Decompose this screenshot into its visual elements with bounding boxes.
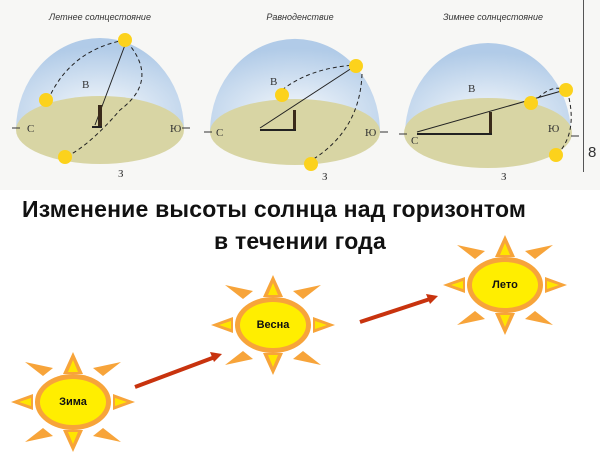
equinox-diagram: Равноденствие С Ю В З bbox=[200, 0, 400, 190]
season-label: Зима bbox=[59, 396, 87, 408]
sun-spring: Весна bbox=[208, 275, 338, 375]
svg-text:С: С bbox=[27, 123, 34, 135]
panel-title: Летнее солнцестояние bbox=[49, 12, 151, 22]
sun-icon bbox=[211, 275, 335, 375]
sun-icon bbox=[443, 235, 567, 335]
sun-winter: Зима bbox=[8, 352, 138, 452]
svg-text:В: В bbox=[82, 79, 89, 91]
arrow-winter-to-spring bbox=[134, 355, 216, 389]
panel-title: Равноденствие bbox=[266, 12, 334, 22]
page-number: 8 bbox=[588, 144, 597, 161]
svg-text:В: В bbox=[468, 83, 475, 95]
sun-summer: Лето bbox=[440, 235, 570, 335]
celestial-dome-illustration: С Ю В З bbox=[204, 38, 388, 183]
svg-text:В: В bbox=[270, 76, 277, 88]
svg-text:З: З bbox=[118, 168, 124, 180]
svg-text:Ю: Ю bbox=[548, 123, 559, 135]
season-label: Лето bbox=[492, 279, 518, 291]
svg-text:С: С bbox=[411, 135, 418, 147]
panel-title: Зимнее солнцестояние bbox=[442, 12, 544, 22]
sun-icon bbox=[11, 352, 135, 452]
page-margin-line bbox=[583, 0, 584, 172]
summer-solstice-diagram: Летнее солнцестояние С Ю В З bbox=[0, 0, 200, 190]
arrow-spring-to-summer bbox=[359, 297, 431, 324]
celestial-dome-illustration: С Ю В З bbox=[12, 33, 190, 180]
celestial-dome-illustration: С Ю В З bbox=[399, 43, 579, 183]
svg-text:С: С bbox=[216, 127, 223, 139]
page-title: Изменение высоты солнца над горизонтом bbox=[22, 196, 527, 222]
page-subtitle: в течении года bbox=[214, 228, 386, 254]
svg-text:З: З bbox=[501, 171, 507, 183]
svg-text:З: З bbox=[322, 171, 328, 183]
winter-solstice-diagram: Зимнее солнцестояние С Ю В З bbox=[393, 0, 593, 190]
svg-text:Ю: Ю bbox=[170, 123, 181, 135]
svg-text:Ю: Ю bbox=[365, 127, 376, 139]
season-label: Весна bbox=[256, 319, 290, 331]
